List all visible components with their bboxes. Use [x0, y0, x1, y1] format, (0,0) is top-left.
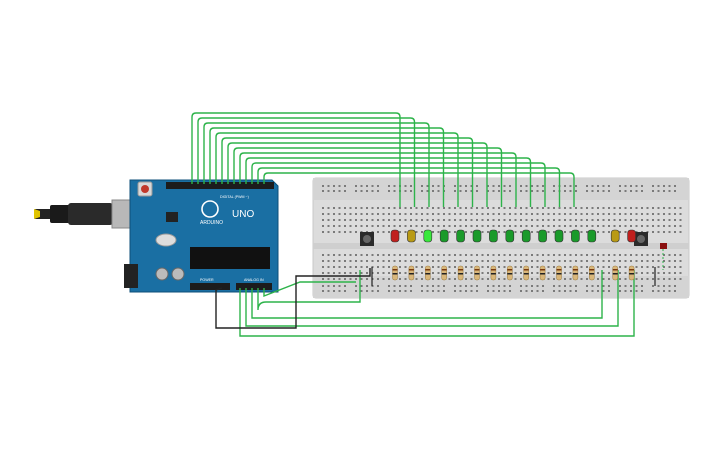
led[interactable] [610, 229, 620, 243]
arduino-uno-board[interactable]: ARDUINO UNO DIGITAL (PWM ~) POWER ANALOG… [124, 179, 279, 293]
led[interactable] [390, 229, 400, 243]
small-led-indicator[interactable] [660, 243, 667, 270]
resistor[interactable] [408, 265, 415, 281]
arduino-logo-text: ARDUINO [200, 220, 223, 226]
resistor[interactable] [457, 265, 464, 281]
wire[interactable] [251, 162, 546, 207]
resistor[interactable] [523, 265, 529, 281]
wire[interactable] [221, 137, 474, 207]
pushbutton-right[interactable] [634, 232, 648, 246]
resistor-row [392, 265, 635, 281]
wire[interactable] [257, 167, 561, 207]
led[interactable] [407, 229, 416, 243]
ground-wire[interactable] [215, 268, 371, 329]
wire[interactable] [263, 172, 575, 207]
resistor[interactable] [589, 265, 595, 281]
digital-label: DIGITAL (PWM ~) [220, 195, 249, 199]
led[interactable] [472, 229, 482, 243]
wire[interactable] [263, 281, 356, 298]
led[interactable] [456, 229, 465, 243]
wire[interactable] [251, 270, 603, 319]
led[interactable] [505, 229, 515, 243]
power-label: POWER [200, 278, 214, 282]
wire[interactable] [215, 132, 459, 207]
led[interactable] [521, 229, 531, 243]
wire[interactable] [233, 147, 503, 207]
wires [191, 112, 656, 337]
led[interactable] [423, 229, 433, 243]
wire[interactable] [245, 157, 532, 207]
resistor[interactable] [572, 265, 579, 281]
led[interactable] [627, 229, 636, 243]
resistor[interactable] [539, 265, 546, 281]
analog-header [236, 283, 272, 290]
resistor[interactable] [507, 265, 513, 281]
resistor[interactable] [425, 265, 431, 281]
led[interactable] [489, 229, 498, 243]
wire[interactable] [245, 270, 619, 327]
usb-cable[interactable] [34, 199, 143, 229]
led[interactable] [587, 229, 597, 243]
led[interactable] [571, 229, 580, 243]
power-header [190, 283, 230, 290]
wire[interactable] [239, 152, 517, 207]
wire[interactable] [209, 127, 445, 207]
resistor[interactable] [612, 265, 618, 281]
led[interactable] [538, 229, 547, 243]
wire[interactable] [257, 270, 361, 311]
led[interactable] [554, 229, 564, 243]
wire[interactable] [227, 142, 488, 207]
atmega-chip [190, 247, 270, 269]
analog-label: ANALOG IN [244, 278, 264, 282]
resistor[interactable] [474, 265, 480, 281]
uno-model-text: UNO [232, 209, 254, 220]
led-row [390, 229, 636, 243]
led[interactable] [439, 229, 449, 243]
resistor[interactable] [441, 265, 447, 281]
wire[interactable] [197, 117, 416, 207]
digital-header [166, 182, 274, 189]
resistor[interactable] [392, 265, 398, 281]
resistor[interactable] [556, 265, 562, 281]
power-jack [124, 264, 138, 288]
pushbutton-left[interactable] [360, 232, 374, 246]
wire[interactable] [191, 112, 401, 207]
resistor[interactable] [628, 265, 635, 281]
wire[interactable] [203, 122, 430, 207]
wire[interactable] [239, 270, 635, 337]
resistor[interactable] [490, 265, 497, 281]
